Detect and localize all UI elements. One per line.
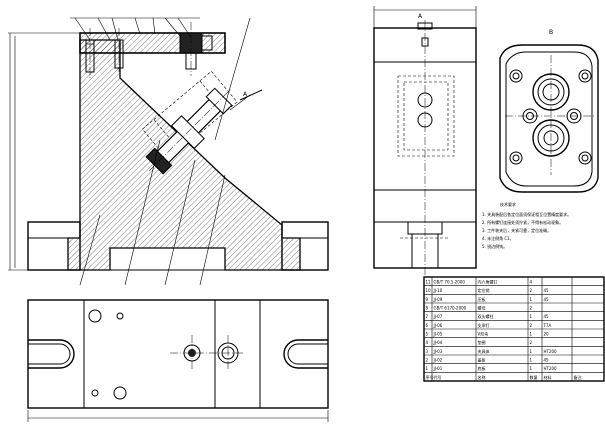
bom-cell: 1 xyxy=(530,357,533,362)
bom-cell: JJ-09 xyxy=(433,297,443,302)
bom-cell: 45 xyxy=(544,357,550,362)
bom-cell: JJ-03 xyxy=(433,349,443,354)
bom-header-cell: 材料 xyxy=(544,374,552,380)
bom-cell: GB/T 70.1-2000 xyxy=(434,279,466,284)
bom-cell: 1 xyxy=(530,349,533,354)
bom-cell: 底板 xyxy=(478,365,486,371)
bom-header-cell: 序号 xyxy=(426,374,434,380)
bom-cell: 45 xyxy=(544,297,550,302)
bom-cell: 定位销 xyxy=(478,287,490,293)
note-line: 2. 所有螺钉连接处须拧紧，不得有松动现象。 xyxy=(482,219,563,225)
bom-cell: 1 xyxy=(530,366,533,371)
bom-cell: 20 xyxy=(544,331,550,336)
bom-cell: JJ-10 xyxy=(433,288,443,293)
bom-cell: T7A xyxy=(543,323,552,328)
bom-cell: 1 xyxy=(530,331,533,336)
bom-cell: 7 xyxy=(426,314,429,319)
bom-cell: 2 xyxy=(530,340,533,345)
bom-cell: 2 xyxy=(426,357,429,362)
detail-view: B xyxy=(499,29,599,193)
bom-header-cell: 代号 xyxy=(434,374,442,380)
bom-cell: 6 xyxy=(426,323,429,328)
bom-cell: 1 xyxy=(530,297,533,302)
bom-cell: 2 xyxy=(530,305,533,310)
bom-cell: V形块 xyxy=(478,330,489,336)
bom-cell: 4 xyxy=(426,340,429,345)
note-line: 4. 未注倒角 C1。 xyxy=(482,235,514,241)
bom-cell: JJ-05 xyxy=(433,331,443,336)
bom-cell: 10 xyxy=(426,288,432,293)
top-view xyxy=(27,299,329,422)
bom-cell: 1 xyxy=(426,366,429,371)
bom-cell: 11 xyxy=(426,279,432,284)
bom-cell: 支承钉 xyxy=(478,322,490,328)
bom-cell: JJ-01 xyxy=(433,366,443,371)
bom-cell: 2 xyxy=(530,288,533,293)
fixture-body-section xyxy=(67,39,301,271)
technical-notes: 技术要求 1. 夹具装配后各定位面须保证相互位置精度要求。 2. 所有螺钉连接处… xyxy=(482,201,571,249)
bom-cell: 45 xyxy=(544,314,550,319)
bom-header-cell: 名称 xyxy=(478,374,486,380)
bom-cell: JJ-04 xyxy=(433,340,443,345)
bom-cell: JJ-02 xyxy=(433,357,443,362)
note-line: 5. 锐边倒钝。 xyxy=(482,243,507,249)
bom-cell: JJ-07 xyxy=(433,314,443,319)
bom-header-cell: 备注 xyxy=(574,374,582,380)
bom-cell: 2 xyxy=(530,323,533,328)
front-section-view: A xyxy=(8,17,329,286)
bom-cell: 9 xyxy=(426,297,429,302)
side-view: A xyxy=(373,6,477,275)
note-line: 3. 工件装夹后，夹紧可靠，定位准确。 xyxy=(482,227,551,233)
bom-cell: 夹具体 xyxy=(478,348,490,354)
side-view-label: A xyxy=(418,13,423,20)
detail-label: B xyxy=(549,29,553,36)
section-label: A xyxy=(243,91,248,98)
bom-cell: 1 xyxy=(530,314,533,319)
bom-header-cell: 数量 xyxy=(530,374,538,380)
bom-cell: HT200 xyxy=(544,366,558,371)
bom-cell: 压板 xyxy=(478,296,486,302)
bom-cell: 8 xyxy=(426,305,429,310)
bom-cell: 5 xyxy=(426,331,429,336)
bom-cell: 4 xyxy=(530,279,533,284)
bom-cell: HT200 xyxy=(544,349,558,354)
bom-cell: 垫圈 xyxy=(478,339,486,345)
bom-cell: 内六角螺钉 xyxy=(478,278,498,284)
bom-cell: 盖板 xyxy=(478,356,486,362)
bom-cell: 螺母 xyxy=(478,304,486,310)
bom-cell: GB/T 6170-2000 xyxy=(434,305,467,310)
note-line: 1. 夹具装配后各定位面须保证相互位置精度要求。 xyxy=(482,211,571,217)
bom-cell: 双头螺柱 xyxy=(478,313,494,319)
bom-cell: JJ-06 xyxy=(433,323,443,328)
notes-title: 技术要求 xyxy=(500,201,516,207)
bom-cell: 3 xyxy=(426,349,429,354)
bom-cell: 45 xyxy=(544,288,550,293)
